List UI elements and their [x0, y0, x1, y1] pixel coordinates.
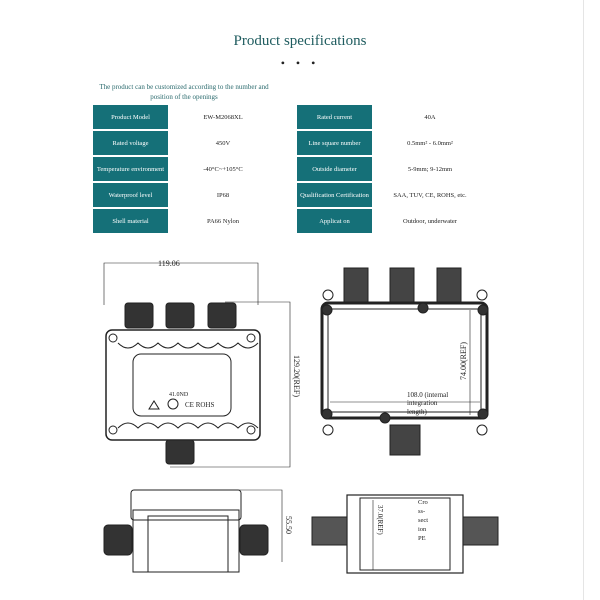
section-label-3: sect	[418, 517, 428, 524]
side-height-dimension: 55.50	[284, 516, 293, 534]
inner-length-line-3: length)	[407, 408, 427, 416]
spec-label: Temperature environment	[93, 157, 168, 181]
inner-view-drawing: 74.00(REF) 108.0 (internal integration l…	[320, 267, 489, 456]
cross-section-drawing: 37.0(REF) Cro ss- sect ion PE	[311, 494, 499, 574]
title-dots: • • •	[280, 56, 320, 70]
spec-value: 450V	[215, 139, 231, 147]
marking-text: 41.0ND	[169, 392, 189, 398]
spec-label: Applicat on	[297, 209, 372, 233]
spec-value: 40A	[424, 113, 436, 121]
page-border	[583, 0, 584, 600]
inner-height-dimension: 74.00(REF)	[459, 342, 468, 380]
height-dimension: 129.20(REF)	[292, 355, 301, 397]
spec-label: Shell material	[93, 209, 168, 233]
spec-label: Qualification Certification	[297, 183, 372, 207]
spec-value: EW-M2068XL	[203, 113, 243, 121]
spec-value: -40°C~+105°C	[203, 165, 243, 173]
page-title: Product specifications	[233, 33, 367, 49]
cert-marking: CE ROHS	[185, 401, 214, 409]
section-label-4: ion	[418, 526, 427, 533]
section-label-1: Cro	[418, 499, 428, 506]
spec-value: 0.5mm² - 6.0mm²	[407, 139, 453, 147]
section-label-2: ss-	[418, 508, 425, 515]
spec-label: Rated voltage	[93, 131, 168, 155]
spec-value: PA66 Nylon	[206, 217, 240, 225]
spec-label: Rated current	[297, 105, 372, 129]
inner-length-line-1: 108.0 (internal	[407, 391, 448, 399]
spec-label: Waterproof level	[93, 183, 168, 207]
width-dimension: 119.06	[158, 259, 180, 268]
spec-label: Line square number	[297, 131, 372, 155]
front-view-drawing: 119.06 129.20(REF) 41.0ND CE ROHS	[103, 259, 301, 468]
section-label-5: PE	[418, 535, 426, 542]
spec-value: SAA, TUV, CE, ROHS, etc.	[393, 191, 467, 199]
spec-label: Outside diameter	[297, 157, 372, 181]
side-view-drawing: 55.50	[103, 489, 293, 573]
spec-label: Product Model	[93, 105, 168, 129]
spec-value: Outdoor, underwater	[403, 217, 457, 225]
section-height-dimension: 37.0(REF)	[376, 505, 384, 535]
spec-value: 5-9mm; 9-12mm	[407, 165, 453, 173]
customization-note: The product can be customized according …	[99, 83, 269, 101]
inner-length-line-2: integration	[407, 399, 438, 407]
spec-value: IP68	[216, 191, 230, 199]
